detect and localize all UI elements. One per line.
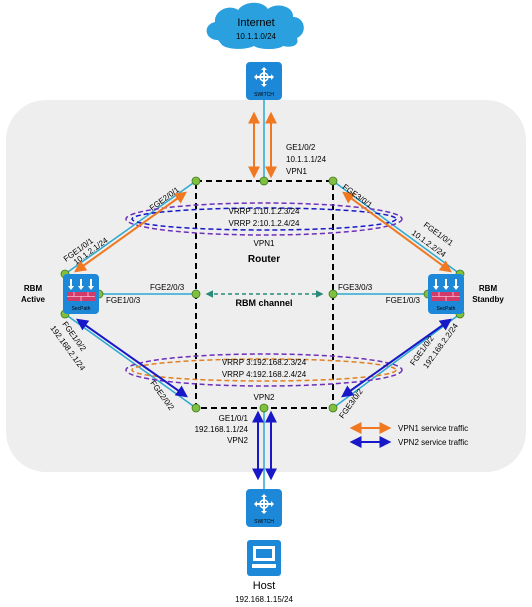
vpn1-arrow-left	[74, 191, 187, 273]
left-role-rbm: RBM	[24, 284, 43, 293]
internet-cloud-icon	[206, 2, 304, 49]
port-fge203: FGE2/0/3	[150, 283, 185, 292]
host-ip: 192.168.1.15/24	[235, 595, 293, 604]
right-role-rbm: RBM	[479, 284, 498, 293]
vrrp-bottom-line2: VRRP 4:192.168.2.4/24	[222, 370, 307, 379]
rbm-channel-label: RBM channel	[235, 298, 292, 308]
top-switch-label: SWITCH	[254, 92, 274, 98]
vrrp-bottom-line1: VRRP 3:192.168.2.3/24	[222, 358, 307, 367]
host-computer-icon	[247, 540, 281, 576]
top-link-iface: GE1/0/2	[286, 143, 316, 152]
left-rbm-iface: FGE1/0/3	[106, 296, 141, 305]
top-link-vpn: VPN1	[286, 167, 307, 176]
port-fge303: FGE3/0/3	[338, 283, 373, 292]
vpn2-arrow-left	[76, 318, 188, 398]
router-label: Router	[248, 254, 280, 265]
vrrp-top-line1: VRRP 1:10.1.2.3/24	[228, 207, 300, 216]
vrrp-top-vpn: VPN1	[254, 239, 275, 248]
host-label: Host	[253, 580, 276, 592]
internet-subnet: 10.1.1.0/24	[236, 32, 277, 41]
right-firewall-brand: SecPath	[437, 306, 456, 312]
bottom-link-vpn: VPN2	[227, 436, 248, 445]
internet-title: Internet	[237, 17, 274, 29]
vpn2-arrow-right	[341, 318, 452, 398]
legend-vpn1-label: VPN1 service traffic	[398, 424, 468, 433]
legend-vpn2-label: VPN2 service traffic	[398, 438, 468, 447]
right-firewall-icon	[428, 274, 464, 314]
bottom-link-iface: GE1/0/1	[219, 414, 249, 423]
right-rbm-iface: FGE1/0/3	[386, 296, 421, 305]
bottom-switch-icon	[246, 489, 282, 527]
right-role-standby: Standby	[472, 295, 504, 304]
bottom-link-vpn-top: VPN2	[254, 393, 275, 402]
legend: VPN1 service traffic VPN2 service traffi…	[349, 422, 468, 448]
top-link-ip: 10.1.1.1/24	[286, 155, 327, 164]
left-firewall-brand: SecPath	[72, 306, 91, 312]
bottom-switch-label: SWITCH	[254, 519, 274, 525]
vpn1-arrow-right	[342, 191, 452, 273]
top-switch-icon	[246, 62, 282, 100]
vrrp-top-line2: VRRP 2:10.1.2.4/24	[228, 219, 300, 228]
left-role-active: Active	[21, 295, 46, 304]
left-firewall-icon	[63, 274, 99, 314]
bottom-link-ip: 192.168.1.1/24	[195, 425, 249, 434]
